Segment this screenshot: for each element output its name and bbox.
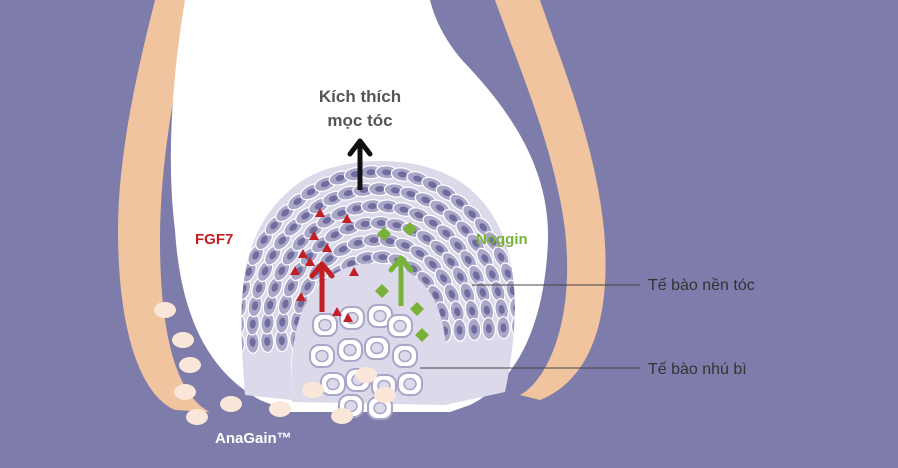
- fgf7-triangle: [298, 249, 308, 258]
- fgf7-signal-arrow: [309, 261, 335, 312]
- matrix-cell: [494, 297, 509, 321]
- noggin-diamond: [415, 328, 429, 342]
- brand-particle: [179, 357, 201, 373]
- fgf7-triangle: [290, 266, 300, 275]
- matrix-cell: [475, 281, 491, 304]
- papilla-cell: [312, 313, 338, 337]
- papilla-cell: [320, 372, 346, 396]
- matrix-cell: [449, 300, 465, 324]
- fgf7-triangle: [305, 257, 315, 266]
- noggin-diamond: [403, 222, 417, 236]
- noggin-signal-arrow: [388, 255, 414, 306]
- noggin-label: Noggin: [476, 231, 528, 248]
- brand-particle: [331, 408, 353, 424]
- fgf7-triangle: [332, 307, 342, 316]
- matrix-cell: [481, 316, 496, 341]
- papilla-cells: [309, 304, 423, 420]
- brand-particle: [302, 382, 324, 398]
- matrix-cell: [277, 292, 293, 316]
- stimulus-label-line2: mọc tóc: [327, 111, 392, 130]
- fgf7-triangle: [315, 208, 325, 217]
- matrix-cell: [459, 282, 476, 305]
- fgf7-triangle: [342, 214, 352, 223]
- papilla-cells-label: Tế bào nhú bì: [648, 361, 747, 378]
- stimulus-label-line1: Kích thích: [319, 87, 401, 106]
- matrix-cell: [241, 313, 246, 337]
- papilla-cell: [387, 314, 413, 338]
- fgf7-triangle: [322, 243, 332, 252]
- brand-label: AnaGain™: [215, 430, 292, 447]
- brand-particle: [154, 302, 176, 318]
- matrix-cell: [241, 331, 246, 355]
- fgf7-markers: [290, 208, 359, 322]
- fgf7-label: FGF7: [195, 231, 233, 248]
- noggin-diamond: [375, 284, 389, 298]
- matrix-cell: [452, 318, 467, 342]
- matrix-cell: [273, 260, 291, 282]
- papilla-cell: [337, 338, 363, 362]
- matrix-cell: [496, 316, 511, 340]
- matrix-cell: [362, 233, 386, 248]
- brand-particle: [220, 396, 242, 412]
- matrix-cell: [443, 283, 460, 306]
- brand-particle: [374, 387, 396, 403]
- matrix-cell: [303, 221, 324, 240]
- hair-matrix-layer: [241, 161, 515, 405]
- matrix-cells-label: Tế bào nền tóc: [648, 277, 755, 294]
- brand-particle: [174, 384, 196, 400]
- matrix-cell: [509, 297, 515, 321]
- fgf7-triangle: [296, 292, 306, 301]
- papilla-cell: [392, 344, 418, 368]
- matrix-cell: [247, 294, 263, 318]
- matrix-cell: [467, 317, 482, 341]
- dermal-papilla: [291, 263, 447, 405]
- matrix-cell: [260, 311, 275, 335]
- matrix-cell: [256, 260, 274, 283]
- matrix-cell: [247, 244, 265, 266]
- noggin-markers: [375, 222, 429, 342]
- outer-root-sheath: [118, 0, 606, 412]
- fgf7-triangle: [349, 267, 359, 276]
- matrix-cell: [459, 249, 478, 271]
- matrix-cell: [282, 275, 300, 298]
- anagain-particles: [154, 302, 396, 425]
- matrix-cell: [492, 246, 510, 268]
- matrix-cell: [274, 329, 289, 353]
- brand-particle: [186, 409, 208, 425]
- brand-particle: [355, 367, 377, 383]
- fgf7-triangle: [343, 313, 353, 322]
- brand-particle: [269, 401, 291, 417]
- papilla-cell: [397, 372, 423, 396]
- noggin-diamond: [410, 302, 424, 316]
- matrix-cell: [484, 263, 501, 286]
- papilla-cell: [364, 336, 390, 360]
- papilla-cell: [339, 306, 365, 330]
- brand-particle: [172, 332, 194, 348]
- noggin-diamond: [377, 227, 391, 241]
- matrix-cell: [251, 276, 267, 300]
- papilla-cell: [309, 344, 335, 368]
- fgf7-triangle: [309, 231, 319, 240]
- stimulus-up-arrow: [347, 138, 373, 190]
